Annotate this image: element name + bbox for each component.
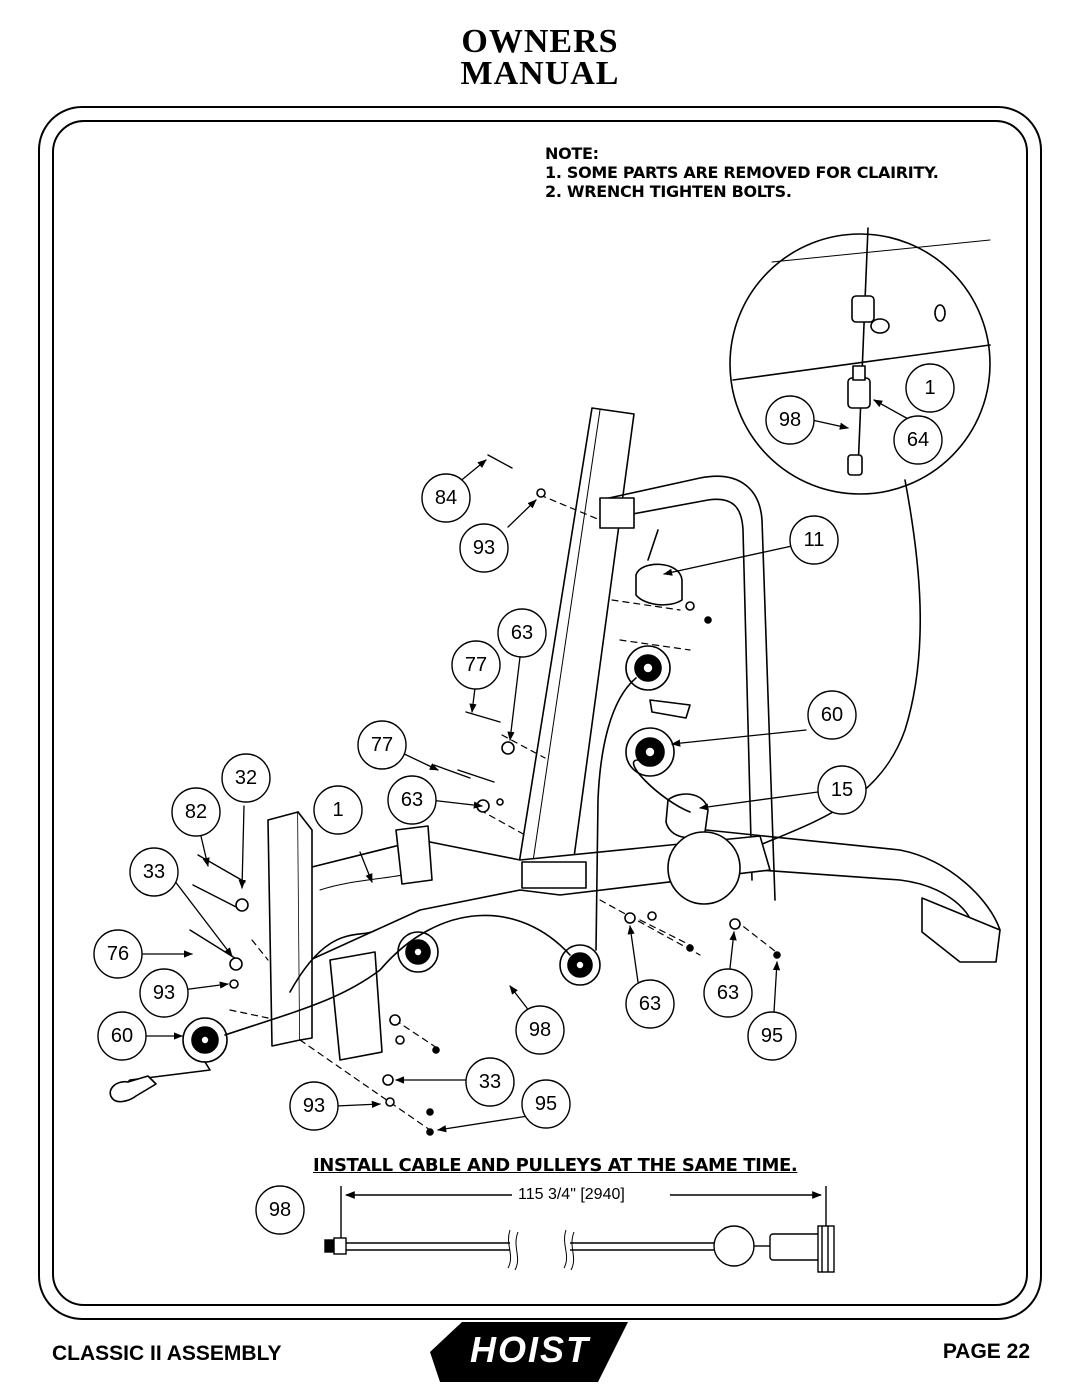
callout-63-d: 63 xyxy=(703,968,753,1018)
callout-95-bottom: 95 xyxy=(521,1079,571,1129)
outer-border xyxy=(38,106,1042,1320)
callout-93-bottom: 93 xyxy=(289,1081,339,1131)
callout-32: 32 xyxy=(221,753,271,803)
callout-33-b: 33 xyxy=(465,1057,515,1107)
svg-text:95: 95 xyxy=(761,1025,783,1047)
svg-text:77: 77 xyxy=(371,734,393,756)
title-line-2: MANUAL xyxy=(460,55,620,92)
callout-98-cable: 98 xyxy=(255,1185,305,1235)
detail-leader-curve xyxy=(759,479,922,846)
callout-93-top: 93 xyxy=(459,523,509,573)
callout-77-b: 77 xyxy=(357,720,407,770)
callout-95-right: 95 xyxy=(747,1011,797,1061)
callout-64: 64 xyxy=(893,415,943,465)
callout-1-main: 1 xyxy=(313,785,363,835)
svg-text:98: 98 xyxy=(779,409,801,431)
callout-1-detail: 1 xyxy=(905,363,955,413)
note-item-2: 2. WRENCH TIGHTEN BOLTS. xyxy=(545,182,792,201)
callout-76: 76 xyxy=(93,929,143,979)
callout-93-left: 93 xyxy=(139,968,189,1018)
install-instruction: INSTALL CABLE AND PULLEYS AT THE SAME TI… xyxy=(313,1155,798,1176)
callout-82: 82 xyxy=(171,787,221,837)
svg-text:60: 60 xyxy=(111,1025,133,1047)
title-line-1: OWNERS xyxy=(461,23,619,60)
svg-text:33: 33 xyxy=(479,1071,501,1093)
inner-border xyxy=(52,120,1028,1306)
callout-11: 11 xyxy=(789,515,839,565)
assembly-note: NOTE: 1. SOME PARTS ARE REMOVED FOR CLAI… xyxy=(545,144,939,201)
callout-15: 15 xyxy=(817,765,867,815)
callout-60-left: 60 xyxy=(97,1011,147,1061)
callout-84: 84 xyxy=(421,473,471,523)
foot-plate xyxy=(921,897,1001,963)
note-heading: NOTE: xyxy=(545,144,599,163)
svg-text:11: 11 xyxy=(804,529,825,551)
svg-text:76: 76 xyxy=(107,943,129,965)
svg-text:33: 33 xyxy=(143,861,165,883)
svg-text:93: 93 xyxy=(473,537,495,559)
svg-text:63: 63 xyxy=(717,982,739,1004)
svg-text:82: 82 xyxy=(185,801,207,823)
callout-63-b: 63 xyxy=(387,775,437,825)
svg-text:HOIST: HOIST xyxy=(470,1329,591,1370)
svg-text:93: 93 xyxy=(153,982,175,1004)
callout-98-detail: 98 xyxy=(765,395,815,445)
svg-text:15: 15 xyxy=(831,779,853,801)
callout-60-right: 60 xyxy=(807,690,857,740)
svg-text:98: 98 xyxy=(269,1199,291,1221)
svg-text:84: 84 xyxy=(435,487,457,509)
svg-text:1: 1 xyxy=(332,799,343,821)
hoist-logo: HOIST xyxy=(430,1322,628,1382)
callout-33-a: 33 xyxy=(129,847,179,897)
footer-section-title: CLASSIC II ASSEMBLY xyxy=(52,1342,282,1365)
svg-text:63: 63 xyxy=(511,622,533,644)
svg-text:63: 63 xyxy=(639,993,661,1015)
svg-text:1: 1 xyxy=(924,377,935,399)
svg-text:64: 64 xyxy=(907,429,929,451)
callout-77-a: 77 xyxy=(451,640,501,690)
cable-dimension-drawing xyxy=(324,1186,835,1273)
footer-page-number: PAGE 22 xyxy=(942,1340,1030,1363)
svg-text:95: 95 xyxy=(535,1093,557,1115)
callout-98-main: 98 xyxy=(515,1005,565,1055)
note-item-1: 1. SOME PARTS ARE REMOVED FOR CLAIRITY. xyxy=(545,163,939,182)
svg-text:32: 32 xyxy=(235,767,257,789)
svg-text:93: 93 xyxy=(303,1095,325,1117)
svg-text:60: 60 xyxy=(821,704,843,726)
detail-view-circle xyxy=(729,233,991,495)
callout-63-a: 63 xyxy=(497,608,547,658)
svg-text:77: 77 xyxy=(465,654,487,676)
svg-text:63: 63 xyxy=(401,789,423,811)
callout-63-c: 63 xyxy=(625,979,675,1029)
svg-text:98: 98 xyxy=(529,1019,551,1041)
cable-length-dimension: 115 3/4" [2940] xyxy=(514,1186,629,1204)
